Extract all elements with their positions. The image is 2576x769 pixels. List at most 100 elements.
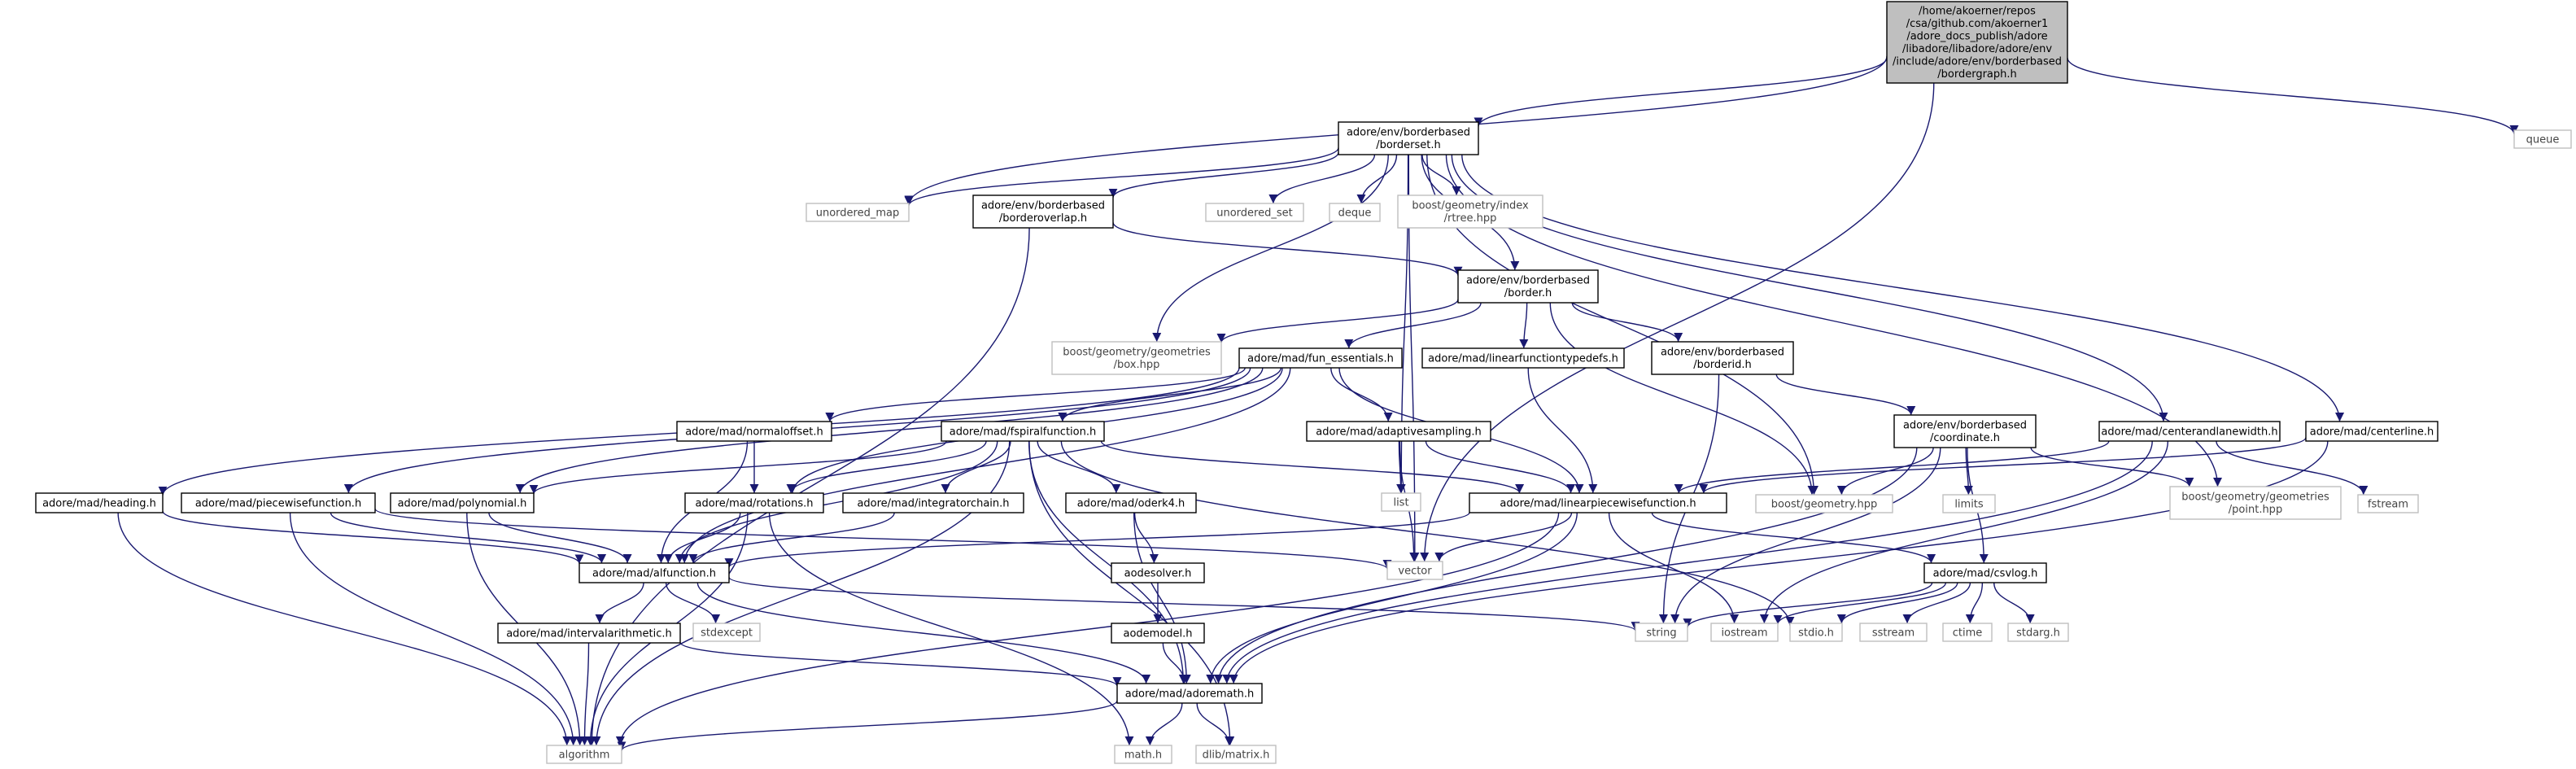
edge-adoremath-to-dlibmatrix [1196,702,1234,746]
node-label: adore/mad/heading.h [42,497,156,509]
edge-fun_essentials-to-alfunction [679,367,1291,564]
node-coordinate[interactable]: adore/env/borderbased/coordinate.h [1893,414,2037,448]
edge-linpiece-to-algorithm [615,512,1560,746]
node-label: /borderoverlap.h [999,212,1087,225]
node-normaloffset[interactable]: adore/mad/normaloffset.h [676,421,832,442]
node-centerandlanewidth[interactable]: adore/mad/centerandlanewidth.h [2098,421,2281,442]
node-box [1457,269,1599,304]
node-label: adore/mad/adoremath.h [1125,688,1254,700]
edge-csvlog-to-stdarg [1993,582,2035,624]
node-label: string [1646,627,1676,639]
node-aodemodel[interactable]: aodemodel.h [1111,623,1205,644]
node-label: adore/env/borderbased [981,200,1105,212]
node-label: aodesolver.h [1124,567,1192,579]
edge-centerandlanewidth-to-fstream [2216,440,2369,496]
edge-borderset-to-borderoverlap [1108,151,1339,199]
node-integratorchain[interactable]: adore/mad/integratorchain.h [842,492,1024,513]
node-rtree: boost/geometry/index/rtree.hpp [1397,194,1543,229]
edge-fspiral-to-polynomial [529,440,947,495]
node-box [1886,1,2068,84]
node-unordered_set: unordered_set [1205,203,1304,222]
node-label: /border.h [1504,287,1552,299]
node-piecewise[interactable]: adore/mad/piecewisefunction.h [181,492,376,513]
edge-aodemodel-to-adoremath [1162,642,1190,684]
node-label: adore/env/borderbased [1661,347,1784,359]
node-borderset[interactable]: adore/env/borderbased/borderset.h [1338,121,1479,155]
edge-fspiral-to-linpiece [1100,440,1524,494]
edge-integratorchain-to-alfunction [688,512,895,564]
node-dlibmatrix: dlib/matrix.h [1195,745,1277,764]
node-label: fstream [2368,498,2408,510]
node-box [1893,414,2037,448]
node-box [1421,347,1625,369]
node-centerline[interactable]: adore/mad/centerline.h [2305,421,2438,442]
node-box [1386,561,1443,580]
edge-fspiral-to-stdio [1060,440,1795,626]
node-box [2305,421,2438,442]
node-label: adore/mad/linearpiecewisefunction.h [1500,497,1696,509]
node-oderk4[interactable]: adore/mad/oderk4.h [1065,492,1197,513]
edge-borderid-to-coordinate [1775,374,1916,416]
node-box [692,623,761,642]
edge-csvlog-to-iostream [1773,582,1947,625]
node-alfunction[interactable]: adore/mad/alfunction.h [579,562,730,583]
node-box [497,623,681,644]
node-box [1111,562,1205,583]
node-heading[interactable]: adore/mad/heading.h [35,492,164,513]
node-lftypedefs[interactable]: adore/mad/linearfunctiontypedefs.h [1421,347,1625,369]
node-intervalarith[interactable]: adore/mad/intervalarithmetic.h [497,623,681,644]
node-linpiece[interactable]: adore/mad/linearpiecewisefunction.h [1469,492,1727,513]
node-box [1205,203,1304,222]
node-label: adore/mad/intervalarithmetic.h [506,627,672,640]
node-label: boost/geometry/geometries [1063,347,1211,359]
edge-root-to-queue [2067,57,2519,135]
node-box [35,492,164,513]
node-box [1195,745,1277,764]
node-label: unordered_map [816,207,900,219]
node-box [1114,745,1172,764]
edges-layer [117,55,2519,751]
edge-fun_essentials-to-adaptive [1330,367,1393,422]
node-borderid[interactable]: adore/env/borderbased/borderid.h [1651,341,1794,375]
node-label: /bordergraph.h [1937,68,2017,81]
edge-centerline-to-linpiece [1699,437,2307,494]
node-label: adore/mad/fun_essentials.h [1247,352,1394,365]
edge-fspiral-to-oderk4 [1037,440,1121,494]
node-adoremath[interactable]: adore/mad/adoremath.h [1116,683,1263,704]
node-label: deque [1338,207,1372,219]
node-rotations[interactable]: adore/mad/rotations.h [684,492,824,513]
node-fspiral[interactable]: adore/mad/fspiralfunction.h [941,421,1105,442]
node-box [2513,129,2572,149]
node-queue: queue [2513,129,2572,149]
node-box [842,492,1024,513]
edge-border-to-borderid [1571,302,1683,343]
node-fun_essentials[interactable]: adore/mad/fun_essentials.h [1238,347,1403,369]
edge-intervalarith-to-algorithm [579,642,590,746]
edge-borderoverlap-to-border [1112,222,1463,276]
node-mathh: math.h [1114,745,1172,764]
edge-csvlog-to-stdio [1836,582,1958,624]
edge-adaptive-to-list [1396,440,1406,494]
node-label: /rtree.hpp [1444,212,1497,225]
node-aodesolver[interactable]: aodesolver.h [1111,562,1205,583]
node-borderoverlap[interactable]: adore/env/borderbased/borderoverlap.h [972,194,1114,229]
edge-adoremath-to-algorithm [617,700,1118,751]
node-root[interactable]: /home/akoerner/repos/csa/github.com/akoe… [1886,1,2068,84]
edge-root-to-borderset [1474,57,1888,127]
node-label: /box.hpp [1114,359,1160,371]
node-box [546,745,622,764]
node-csvlog[interactable]: adore/mad/csvlog.h [1923,562,2047,583]
node-iostream: iostream [1710,623,1779,642]
node-box [2357,494,2419,513]
node-polynomial[interactable]: adore/mad/polynomial.h [390,492,535,513]
node-label: /borderset.h [1376,139,1441,151]
node-box [2007,623,2069,642]
edge-linpiece-to-alfunction [724,512,1470,568]
edge-polynomial-to-alfunction [488,512,632,564]
node-adaptive[interactable]: adore/mad/adaptivesampling.h [1306,421,1491,442]
edge-piecewise-to-alfunction [330,512,606,564]
edge-borderset-to-unordered_set [1268,154,1376,204]
node-box [1051,341,1222,375]
node-border[interactable]: adore/env/borderbased/border.h [1457,269,1599,304]
node-box [1116,683,1263,704]
